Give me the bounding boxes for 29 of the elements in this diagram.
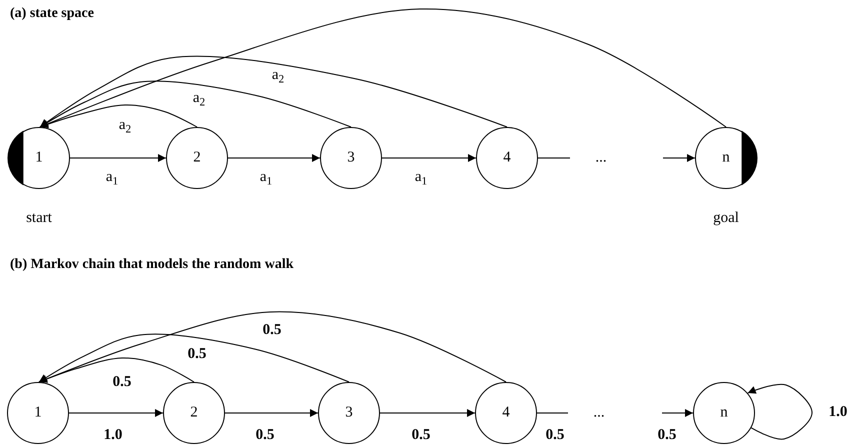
ellipsis: ... bbox=[595, 150, 607, 166]
arrow bbox=[40, 8, 726, 128]
arrow bbox=[380, 409, 476, 417]
state-number: 1 bbox=[34, 406, 42, 420]
arrow bbox=[40, 56, 508, 128]
state-number: 1 bbox=[35, 150, 43, 166]
state-number: 4 bbox=[503, 150, 511, 166]
ellipsis: ... bbox=[593, 406, 605, 420]
state-number: 2 bbox=[193, 150, 201, 166]
state-number: 3 bbox=[347, 150, 355, 166]
arrow bbox=[228, 154, 320, 162]
arrow bbox=[224, 409, 318, 417]
state-number: n bbox=[722, 150, 730, 166]
state-number: 3 bbox=[345, 406, 353, 420]
arrow bbox=[747, 384, 812, 440]
state-caption: goal bbox=[713, 211, 739, 226]
state-number: n bbox=[720, 406, 728, 420]
arrow bbox=[38, 334, 350, 382]
arrow bbox=[38, 311, 506, 383]
arrow bbox=[68, 409, 164, 417]
state-number: 2 bbox=[190, 406, 198, 420]
arrow bbox=[662, 154, 696, 162]
panel-heading: (b) Markov chain that models the random walk bbox=[10, 258, 294, 272]
panel-heading: (a) state space bbox=[10, 7, 94, 21]
state-number: 4 bbox=[502, 406, 510, 420]
arrow bbox=[70, 154, 166, 162]
arrow bbox=[662, 409, 694, 417]
arrow bbox=[382, 154, 476, 162]
state-caption: start bbox=[26, 211, 52, 226]
